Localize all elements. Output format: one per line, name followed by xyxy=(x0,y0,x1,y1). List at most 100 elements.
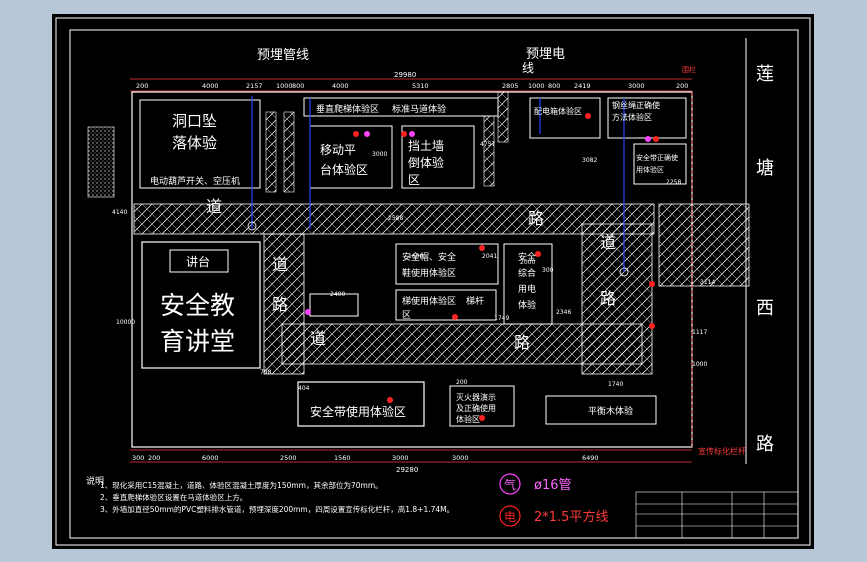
road-label-8: 路 xyxy=(514,333,530,352)
top-dim-8: 1000 xyxy=(528,82,545,90)
top-dim-9: 800 xyxy=(548,82,560,90)
retain-2: 倒体验 xyxy=(408,155,444,170)
inner-dim-18: 798 xyxy=(260,369,272,376)
street-1: 莲 xyxy=(756,64,774,85)
legend-elec-symbol: 电 xyxy=(504,510,516,524)
top-dim-1: 4000 xyxy=(202,82,219,90)
inner-dim-9: 3000 xyxy=(372,151,387,158)
bottom-dim-6: 3000 xyxy=(452,454,469,462)
rebar-2: 方法体验区 xyxy=(612,112,652,122)
inner-dim-14: 1740 xyxy=(608,381,623,388)
ladder-2: 梯杆 xyxy=(466,295,484,307)
balance-label: 平衡木体验 xyxy=(588,405,633,417)
inner-dim-5: 1600 xyxy=(408,253,423,260)
notes-heading: 说明 xyxy=(86,475,104,487)
zone-cave xyxy=(139,99,261,189)
standard-label: 标准马道体验 xyxy=(392,103,446,115)
street-4: 路 xyxy=(756,434,774,455)
bottom-dim-3: 2500 xyxy=(280,454,297,462)
inner-dim-2: 2000 xyxy=(520,259,535,266)
fence-note: 宣传标化栏杆 xyxy=(698,446,746,456)
inner-dim-11: 2346 xyxy=(556,309,571,316)
top-dim-7: 2805 xyxy=(502,82,519,90)
bottom-dim-0: 300 xyxy=(132,454,144,462)
inner-dim-0: 4140 xyxy=(112,209,127,216)
safety-ops-2: 用体验区 xyxy=(636,165,664,174)
legend-gas-symbol: 气 xyxy=(504,477,516,492)
inner-dim-20: 404 xyxy=(298,385,310,392)
seatbelt-label: 安全带使用体验区 xyxy=(310,404,406,419)
zone-comp-elec xyxy=(503,243,553,325)
zone-electric-box xyxy=(529,97,601,139)
top-dim-12: 200 xyxy=(676,82,688,90)
street-3: 西 xyxy=(756,298,774,319)
inner-dim-3: 300 xyxy=(542,267,554,274)
inner-dim-10: 2041 xyxy=(482,253,497,260)
top-dim-3: 1000 xyxy=(276,82,293,90)
inner-frame xyxy=(69,29,799,539)
title-block xyxy=(635,491,799,539)
inner-dim-4: 2588 xyxy=(388,215,403,222)
road-label-4: 路 xyxy=(600,289,616,308)
shift-2: 台体验区 xyxy=(320,162,368,177)
comp-elec-4: 体验 xyxy=(518,299,536,311)
fire-1: 灭火器演示 xyxy=(456,392,496,402)
top-dim-10: 2419 xyxy=(574,82,591,90)
zone-helmet xyxy=(395,243,499,285)
inner-dimensions: 4140100002000300258816004757308222583000… xyxy=(112,141,715,392)
zone-retain xyxy=(401,125,475,189)
gate-area xyxy=(658,203,750,287)
fence-note-2: 围栏 xyxy=(682,65,696,74)
fire-2: 及正确使用 xyxy=(456,403,496,413)
legend-gas-circle xyxy=(499,473,521,495)
top-total-dim: 29980 xyxy=(394,71,416,79)
inner-dim-8: 2258 xyxy=(666,179,681,186)
zone-small xyxy=(309,293,359,317)
post-b xyxy=(283,111,295,193)
inner-dim-16: 1117 xyxy=(692,329,707,336)
retain-3: 区 xyxy=(408,173,420,187)
legend-elec-text: 2*1.5平方线 xyxy=(534,509,608,525)
pipe-label: 预埋管线 xyxy=(257,48,309,63)
inner-dim-19: 200 xyxy=(456,379,468,386)
road-label-2: 路 xyxy=(528,209,544,228)
zone-ladder xyxy=(395,289,497,321)
legend-elec-circle xyxy=(499,505,521,527)
inner-dim-1: 10000 xyxy=(116,319,135,326)
electric-box-label: 配电箱体验区 xyxy=(534,106,582,116)
road-label-6: 路 xyxy=(272,295,288,314)
inner-dim-17: 1000 xyxy=(692,361,707,368)
top-dim-11: 3000 xyxy=(628,82,645,90)
top-dim-4: 800 xyxy=(292,82,304,90)
elec-label: 预埋电 xyxy=(526,47,565,62)
bottom-dim-1: 200 xyxy=(148,454,160,462)
comp-elec-2: 综合 xyxy=(518,267,536,279)
fire-3: 体验区 xyxy=(456,414,480,424)
bottom-dim-2: 6000 xyxy=(202,454,219,462)
lower-road xyxy=(281,323,643,365)
top-dim-2: 2157 xyxy=(246,82,263,90)
zone-fire xyxy=(449,385,515,427)
vertical-label: 垂直爬梯体验区 xyxy=(316,103,379,115)
ladder-3: 区 xyxy=(402,310,411,321)
helmet-1: 安全帽、安全 xyxy=(402,251,456,263)
note-1: 1、现化采用C15混凝土，道路、体验区混凝土厚度为150mm，其余部位为70mm… xyxy=(100,480,383,490)
zone-safety-ops xyxy=(633,143,687,185)
shift-1: 移动平 xyxy=(320,143,356,157)
road-label-1: 道 xyxy=(206,197,222,216)
inner-dim-15: 3114 xyxy=(700,279,715,286)
helmet-2: 鞋使用体验区 xyxy=(402,267,456,279)
note-3: 3、外墙加直径50mm的PVC塑料排水管道，预埋深度200mm，四周设置宣传标化… xyxy=(100,504,454,514)
inner-dim-7: 3082 xyxy=(582,157,597,164)
lecture-2: 育讲堂 xyxy=(160,327,235,356)
elec-label-2: 线 xyxy=(522,61,534,75)
bottom-total-dim: 29280 xyxy=(396,466,418,474)
top-dim-6: 5310 xyxy=(412,82,429,90)
comp-elec-1: 安全 xyxy=(518,251,536,263)
post-c xyxy=(483,115,495,187)
top-dim-0: 200 xyxy=(136,82,148,90)
